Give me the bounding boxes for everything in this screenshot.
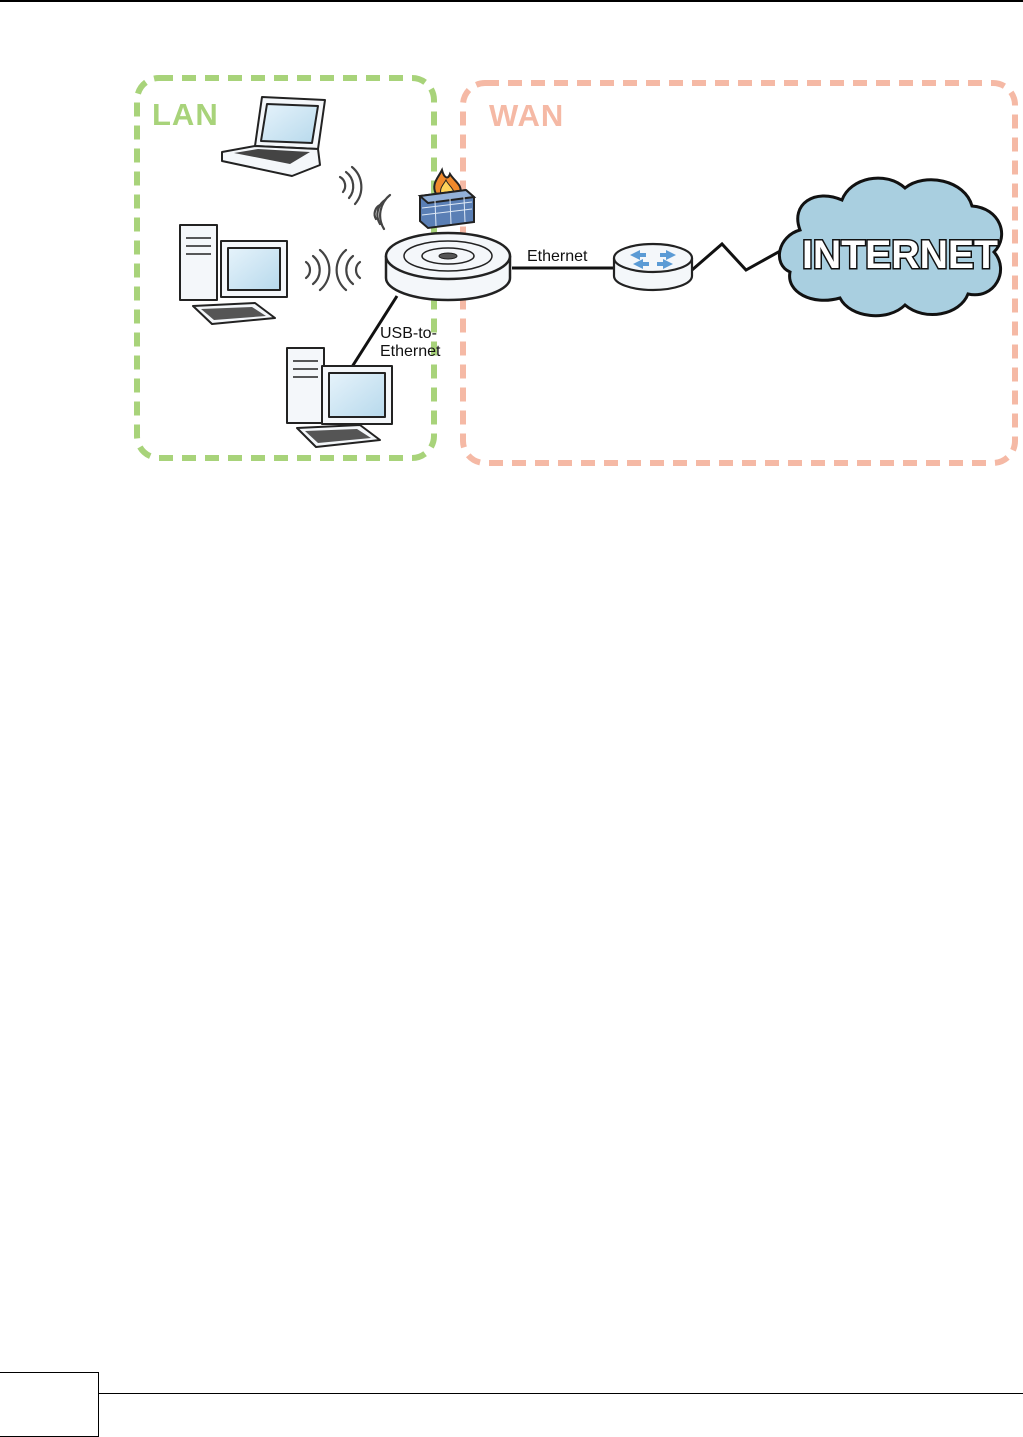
ethernet-link-label: Ethernet [527,248,587,266]
access-point-icon [386,233,510,300]
desktop-computer-icon-2 [287,348,392,447]
internet-cloud-icon: INTERNET [779,178,1001,316]
usb-to-ethernet-label: USB-to- Ethernet [380,325,440,361]
firewall-icon [420,170,474,228]
desktop-computer-icon-1 [180,225,287,324]
internet-cloud-label: INTERNET [802,233,998,277]
wireless-signal-icon-1 [340,167,390,229]
footer-rule [0,1393,1023,1394]
page-number-box [0,1372,99,1437]
usb-label-line-2: Ethernet [380,343,440,361]
wireless-signal-icon-2 [306,250,360,290]
router-icon [614,244,692,290]
network-diagram: INTERNET [0,0,1023,480]
wan-zone-label: WAN [489,98,564,134]
laptop-icon [222,97,325,176]
usb-label-line-1: USB-to- [380,325,440,343]
lan-zone-label: LAN [152,97,219,133]
